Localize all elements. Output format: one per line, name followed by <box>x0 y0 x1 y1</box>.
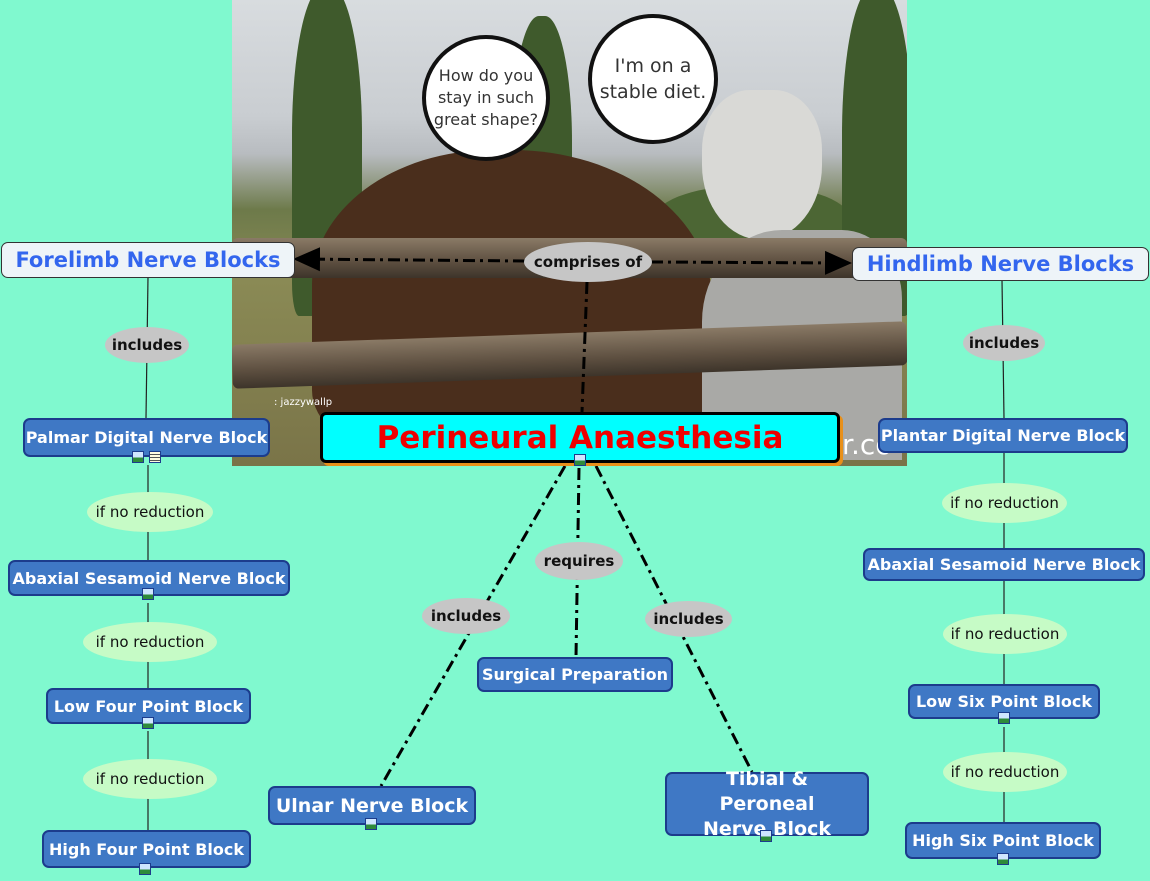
link-label-if-no-reduction: if no reduction <box>83 759 217 799</box>
link-label-requires: requires <box>535 542 623 580</box>
node-palmar-digital[interactable]: Palmar Digital Nerve Block <box>23 418 270 457</box>
node-abaxial-sesamoid-hind[interactable]: Abaxial Sesamoid Nerve Block <box>863 548 1145 581</box>
photo-credit: : jazzywallp <box>274 397 333 408</box>
forelimb-node[interactable]: Forelimb Nerve Blocks <box>1 242 295 278</box>
node-tibial-peroneal[interactable]: Tibial & Peroneal Nerve Block <box>665 768 869 840</box>
link-label-if-no-reduction: if no reduction <box>942 483 1067 523</box>
white-horse-head <box>702 90 822 240</box>
link-line-forelimb <box>293 247 526 272</box>
document-resource-icon[interactable] <box>149 451 161 463</box>
image-resource-icon[interactable] <box>365 818 377 830</box>
link-label-includes: includes <box>422 598 510 634</box>
brown-horse <box>312 150 712 450</box>
link-label-if-no-reduction: if no reduction <box>943 614 1067 654</box>
link-line-tibial <box>594 465 754 773</box>
image-resource-icon[interactable] <box>998 712 1010 724</box>
image-resource-icon[interactable] <box>132 451 144 463</box>
link-label-if-no-reduction: if no reduction <box>87 492 213 532</box>
image-resource-icon[interactable] <box>142 588 154 600</box>
node-surgical-preparation[interactable]: Surgical Preparation <box>477 657 673 692</box>
image-resource-icon[interactable] <box>574 454 586 466</box>
speech-bubble-left: How do you stay in such great shape? <box>422 35 550 161</box>
link-label-if-no-reduction: if no reduction <box>943 752 1067 792</box>
link-label-comprises: comprises of <box>524 242 652 282</box>
link-label-if-no-reduction: if no reduction <box>83 622 217 662</box>
link-line-title <box>580 281 589 413</box>
image-resource-icon[interactable] <box>760 830 772 842</box>
node-abaxial-sesamoid-fore[interactable]: Abaxial Sesamoid Nerve Block <box>8 560 290 596</box>
link-label-includes: includes <box>105 327 189 363</box>
image-resource-icon[interactable] <box>997 853 1009 865</box>
image-resource-icon[interactable] <box>142 717 154 729</box>
link-line-hindlimb <box>650 250 852 275</box>
image-resource-icon[interactable] <box>139 863 151 875</box>
speech-bubble-right: I'm on a stable diet. <box>588 14 718 144</box>
node-plantar-digital[interactable]: Plantar Digital Nerve Block <box>878 418 1128 453</box>
node-high-four-point[interactable]: High Four Point Block <box>42 830 251 868</box>
hindlimb-node[interactable]: Hindlimb Nerve Blocks <box>852 247 1149 281</box>
link-label-includes: includes <box>963 325 1045 361</box>
node-high-six-point[interactable]: High Six Point Block <box>905 822 1101 859</box>
link-label-includes: includes <box>645 601 732 637</box>
